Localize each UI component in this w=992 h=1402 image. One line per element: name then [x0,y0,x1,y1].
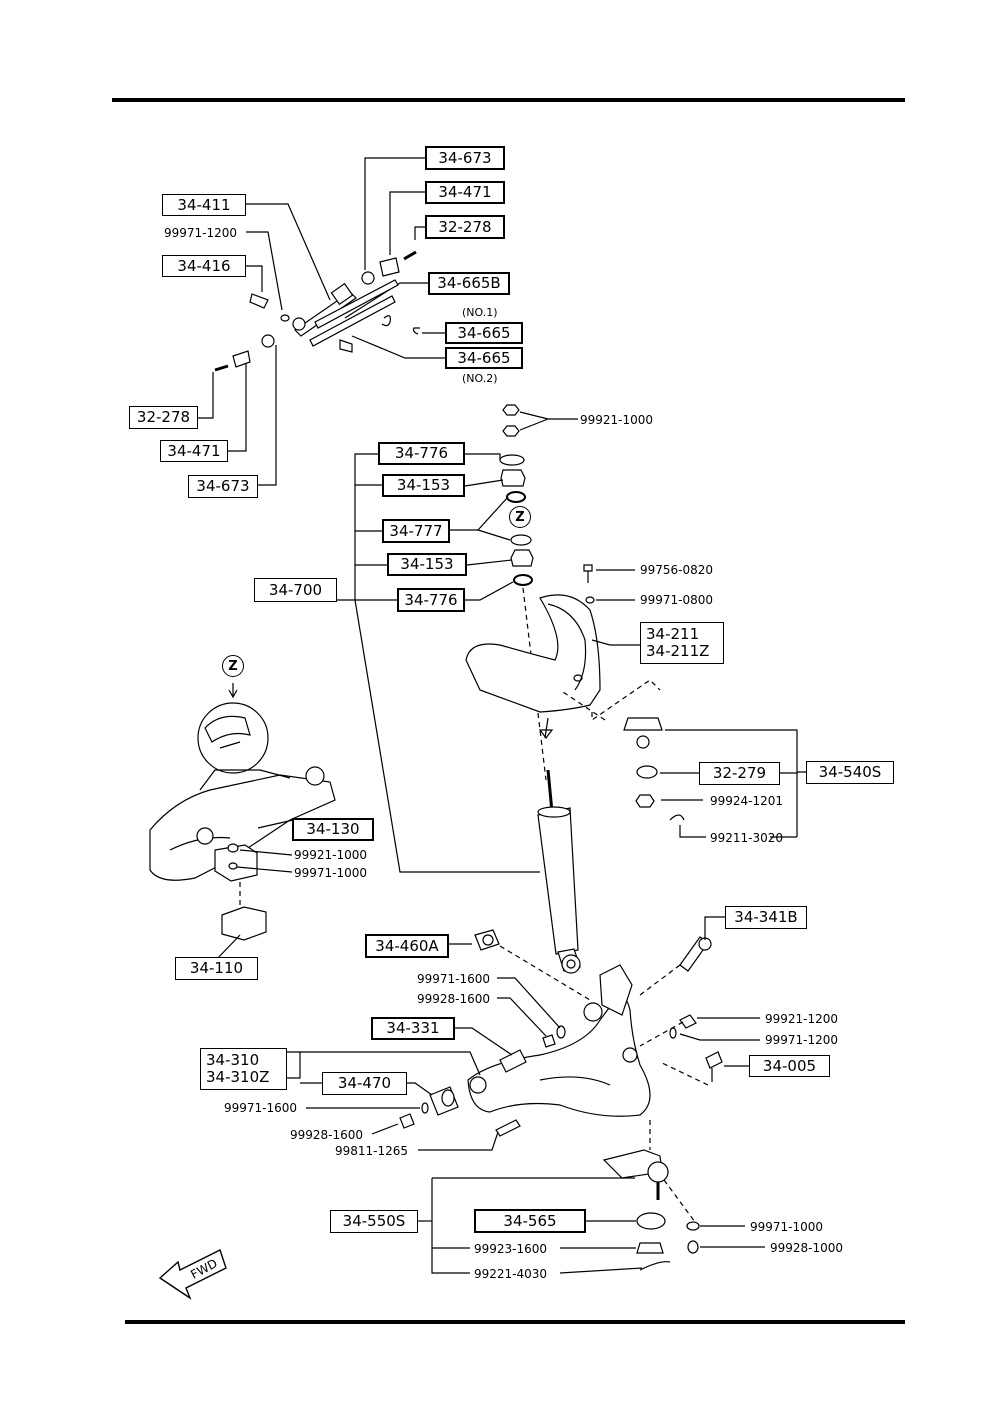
part-99971-1200-right: 99971-1200 [765,1033,839,1047]
callout-34-341b: 34-341B [725,906,807,929]
callout-34-211-line1: 34-211 [646,624,700,643]
part-99923-1600: 99923-1600 [474,1242,548,1256]
callout-34-565: 34-565 [474,1209,586,1233]
z-marker-detail: Z [222,655,244,677]
callout-34-471-top: 34-471 [425,181,505,204]
callout-34-211: 34-211 34-211Z [640,622,724,664]
part-99928-1600-b: 99928-1600 [290,1128,364,1142]
z-marker-stack: Z [509,506,531,528]
part-99921-1000-mid: 99921-1000 [294,848,368,862]
callout-34-310-line2: 34-310Z [206,1068,270,1086]
part-99971-1000-mid: 99971-1000 [294,866,368,880]
callout-34-471-left: 34-471 [160,440,228,462]
callout-34-540s: 34-540S [806,761,894,784]
callout-34-776-top: 34-776 [378,442,465,465]
part-99811-1265: 99811-1265 [335,1144,409,1158]
callout-34-130: 34-130 [292,818,374,841]
callout-34-700: 34-700 [254,578,337,602]
callout-32-278-top: 32-278 [425,215,505,239]
part-99924-1201: 99924-1201 [710,794,784,808]
callout-34-665b: 34-665B [428,272,510,295]
callout-34-153-top: 34-153 [382,474,465,497]
callout-34-470: 34-470 [322,1072,407,1095]
callout-34-460a: 34-460A [365,934,449,958]
callout-34-411: 34-411 [162,194,246,216]
callout-32-278-left: 32-278 [129,406,198,429]
part-99971-1600-b: 99971-1600 [224,1101,298,1115]
callout-34-310: 34-310 34-310Z [200,1048,287,1090]
part-99921-1000-top: 99921-1000 [580,413,654,427]
note-no2: (NO.2) [462,372,498,385]
part-99971-1600-a: 99971-1600 [417,972,491,986]
part-99971-1000-bottom: 99971-1000 [750,1220,824,1234]
callout-34-673-left: 34-673 [188,475,258,498]
part-99221-4030: 99221-4030 [474,1267,548,1281]
callout-34-153-bottom: 34-153 [387,553,467,576]
callout-34-665-no1: 34-665 [445,322,523,344]
callout-34-416: 34-416 [162,255,246,277]
part-99921-1200: 99921-1200 [765,1012,839,1026]
callout-34-673-top: 34-673 [425,146,505,170]
callout-34-550s: 34-550S [330,1210,418,1233]
callout-34-331: 34-331 [371,1017,455,1040]
callout-34-776-bottom: 34-776 [397,588,465,612]
part-99928-1600-a: 99928-1600 [417,992,491,1006]
part-99928-1000: 99928-1000 [770,1241,844,1255]
part-99971-0800: 99971-0800 [640,593,714,607]
part-99211-3020: 99211-3020 [710,831,784,845]
callout-34-777: 34-777 [382,519,450,543]
callout-34-665-no2: 34-665 [445,347,523,369]
callout-34-310-line1: 34-310 [206,1050,260,1069]
part-99971-1200: 99971-1200 [164,226,238,240]
note-no1: (NO.1) [462,306,498,319]
callout-34-211-line2: 34-211Z [646,642,710,660]
part-99756-0820: 99756-0820 [640,563,714,577]
callout-34-110: 34-110 [175,957,258,980]
callout-32-279: 32-279 [699,762,780,785]
callout-34-005: 34-005 [749,1055,830,1077]
